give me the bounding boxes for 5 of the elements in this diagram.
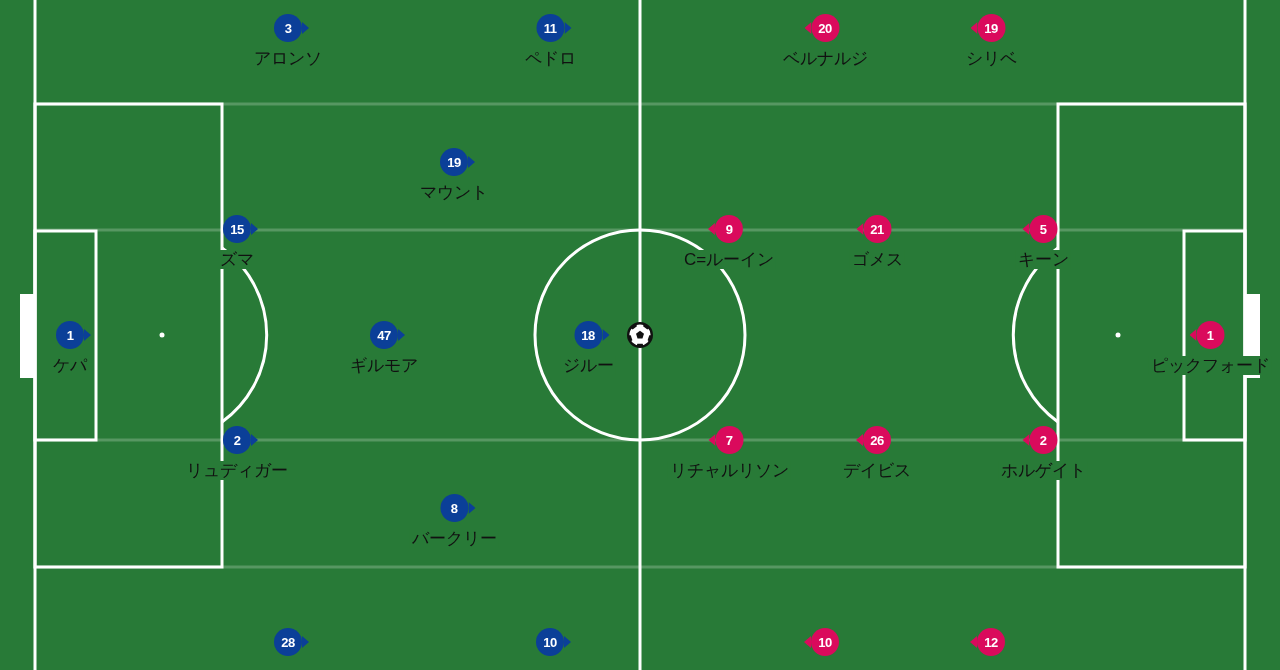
player-name: バークリー xyxy=(409,529,499,548)
player-name: ズマ xyxy=(218,250,256,269)
player-name: ケパ xyxy=(51,356,89,375)
player-name: ギルモア xyxy=(348,356,420,375)
player-name: ベルナルジ xyxy=(780,49,870,68)
